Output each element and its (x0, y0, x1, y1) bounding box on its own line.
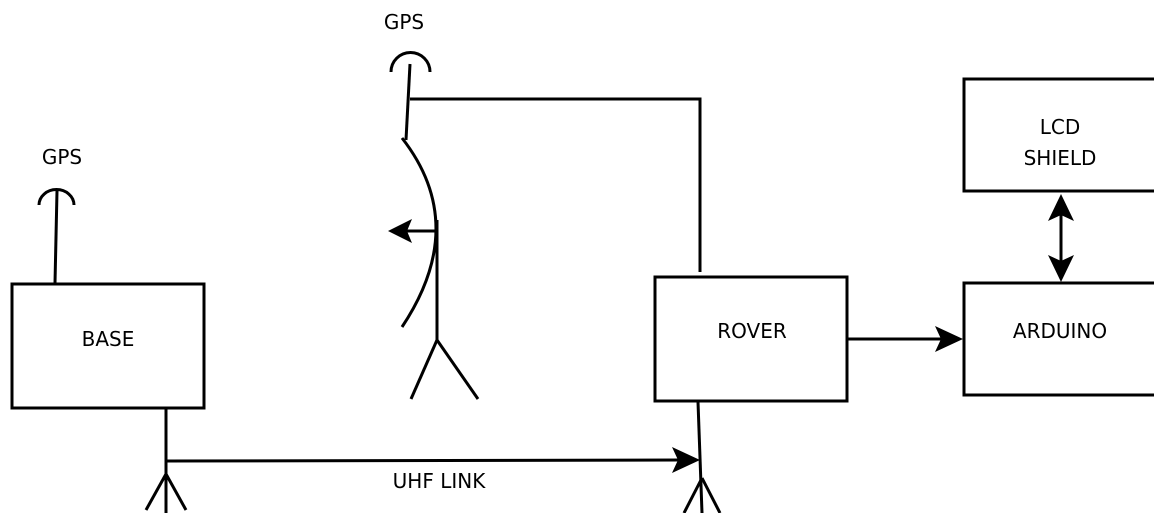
rover-to-arduino-arrow (848, 326, 963, 352)
rover-gps-label: GPS (384, 10, 424, 34)
walking-person-icon (388, 138, 478, 399)
rover-label: ROVER (717, 319, 787, 343)
base-gps-antenna (39, 190, 74, 283)
base-box: BASE (12, 284, 204, 408)
base-gps-label: GPS (42, 145, 82, 169)
gps-cable (410, 99, 700, 272)
arduino-label: ARDUINO (1013, 319, 1107, 343)
rover-box: ROVER (655, 277, 847, 401)
rover-gps-antenna (391, 53, 430, 141)
lcd-shield-label-line2: SHIELD (1024, 146, 1097, 170)
uhf-link-label: UHF LINK (393, 469, 487, 493)
arduino-box: ARDUINO (964, 283, 1154, 395)
lcd-shield-box: LCD SHIELD (964, 79, 1154, 191)
base-label: BASE (82, 327, 135, 351)
lcd-arduino-double-arrow (1048, 194, 1074, 282)
lcd-shield-label-line1: LCD (1040, 115, 1081, 139)
